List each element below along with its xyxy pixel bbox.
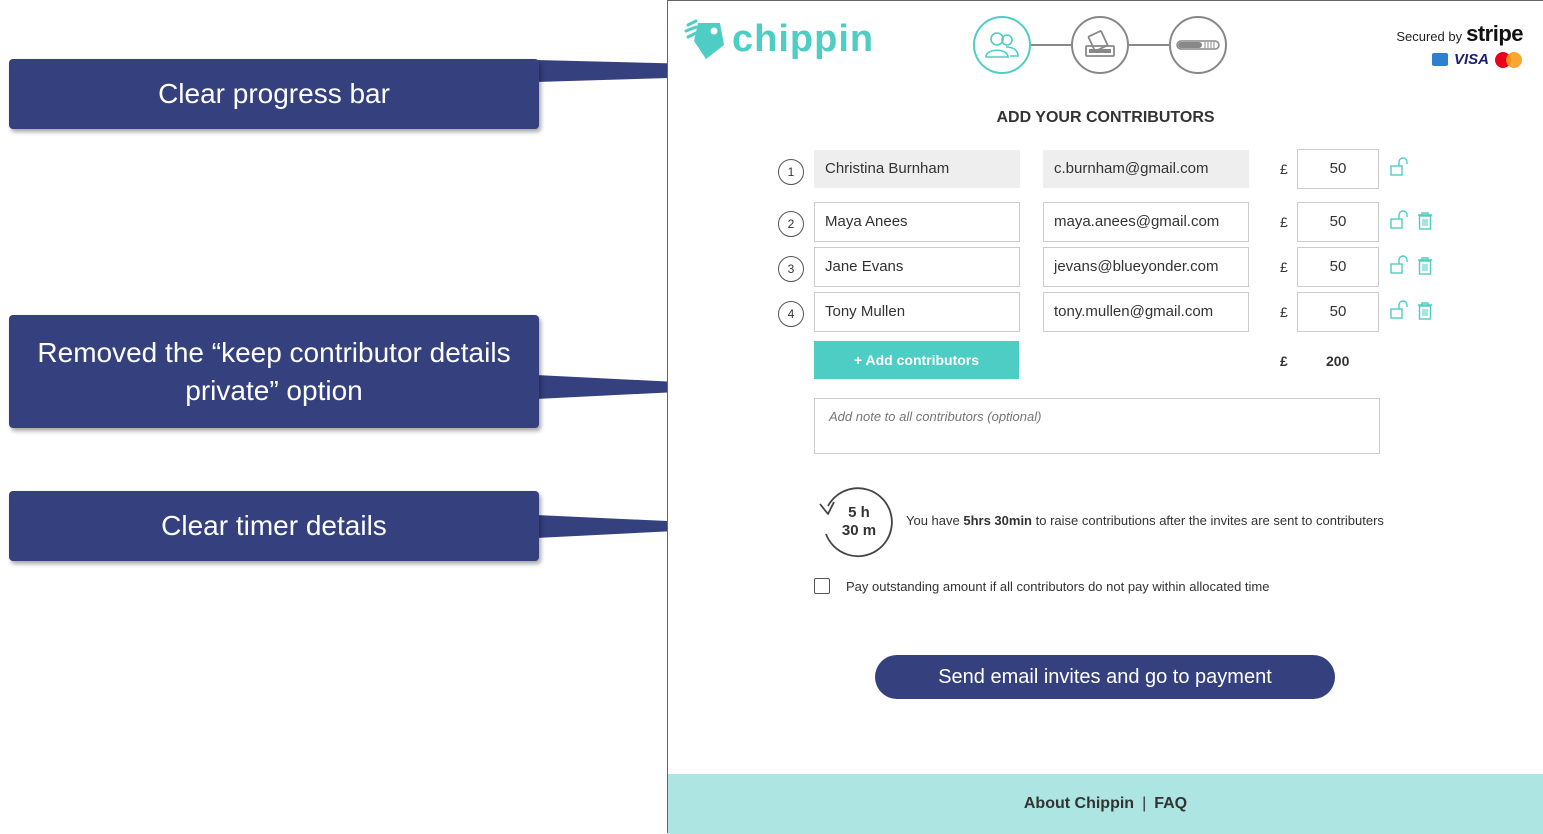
timer-duration: 5hrs 30min [963, 513, 1033, 528]
annotation-removed-private-option: Removed the “keep contributor details pr… [9, 315, 539, 428]
email-field[interactable]: tony.mullen@gmail.com [1043, 292, 1249, 332]
note-input[interactable] [814, 398, 1380, 454]
brand-name: chippin [732, 17, 875, 60]
row-number: 4 [778, 301, 804, 327]
amount-field[interactable]: 50 [1297, 247, 1379, 287]
step-contributors[interactable] [973, 16, 1031, 74]
total-amount: 200 [1326, 353, 1350, 369]
step-connector [1031, 44, 1071, 46]
amount-field[interactable]: 50 [1297, 149, 1379, 189]
amount-field[interactable]: 50 [1297, 202, 1379, 242]
faq-link[interactable]: FAQ [1154, 795, 1188, 812]
page-title: ADD YOUR CONTRIBUTORS [996, 109, 1215, 126]
progress-bar [973, 14, 1227, 76]
visa-icon: VISA [1453, 51, 1489, 68]
step-payment[interactable] [1071, 16, 1129, 74]
step-connector [1129, 44, 1169, 46]
step-progress[interactable] [1169, 16, 1227, 74]
contributors-icon [985, 32, 1019, 58]
name-field[interactable]: Christina Burnham [814, 150, 1020, 188]
stripe-logo: stripe [1466, 21, 1523, 46]
unlock-icon[interactable] [1390, 210, 1408, 230]
timer-message: You have 5hrs 30min to raise contributio… [906, 513, 1384, 528]
unlock-icon[interactable] [1390, 255, 1408, 275]
row-number: 2 [778, 211, 804, 237]
trash-icon[interactable] [1416, 211, 1434, 231]
payment-cards: VISA [1396, 51, 1523, 68]
annotation-progress-bar: Clear progress bar [9, 59, 539, 129]
unlock-icon[interactable] [1390, 157, 1408, 177]
email-field[interactable]: c.burnham@gmail.com [1043, 150, 1249, 188]
mastercard-icon [1495, 51, 1523, 68]
amount-field[interactable]: 50 [1297, 292, 1379, 332]
timer-hours: 5 h [848, 504, 870, 521]
tag-logo-icon [684, 19, 724, 59]
currency-symbol: £ [1280, 161, 1288, 177]
about-link[interactable]: About Chippin [1023, 795, 1135, 812]
name-field[interactable]: Maya Anees [814, 202, 1020, 242]
name-field[interactable]: Jane Evans [814, 247, 1020, 287]
pay-outstanding-label[interactable]: Pay outstanding amount if all contributo… [846, 579, 1270, 594]
chippin-app: chippin [667, 0, 1543, 834]
card-payment-icon [1085, 30, 1115, 57]
email-field[interactable]: maya.anees@gmail.com [1043, 202, 1249, 242]
footer: About Chippin | FAQ [668, 774, 1543, 834]
unlock-icon[interactable] [1390, 300, 1408, 320]
footer-separator: | [1142, 795, 1147, 812]
total-currency: £ [1280, 353, 1288, 369]
add-contributors-button[interactable]: + Add contributors [814, 341, 1019, 379]
currency-symbol: £ [1280, 214, 1288, 230]
email-field[interactable]: jevans@blueyonder.com [1043, 247, 1249, 287]
logo[interactable]: chippin [684, 17, 874, 61]
currency-symbol: £ [1280, 304, 1288, 320]
name-field[interactable]: Tony Mullen [814, 292, 1020, 332]
send-invites-button[interactable]: Send email invites and go to payment [875, 655, 1335, 699]
secured-by-label: Secured by [1396, 29, 1463, 44]
timer: 5 h 30 m [814, 486, 894, 560]
currency-symbol: £ [1280, 259, 1288, 275]
timer-value: 5 h 30 m [834, 504, 884, 540]
progress-bar-icon [1176, 40, 1220, 50]
amex-icon [1431, 53, 1448, 66]
timer-minutes: 30 m [841, 522, 877, 539]
row-number: 3 [778, 256, 804, 282]
row-number: 1 [778, 159, 804, 185]
trash-icon[interactable] [1416, 256, 1434, 276]
timer-clock-icon [819, 487, 893, 558]
annotation-timer-details: Clear timer details [9, 491, 539, 561]
trash-icon[interactable] [1416, 301, 1434, 321]
pay-outstanding-checkbox[interactable] [814, 578, 830, 594]
